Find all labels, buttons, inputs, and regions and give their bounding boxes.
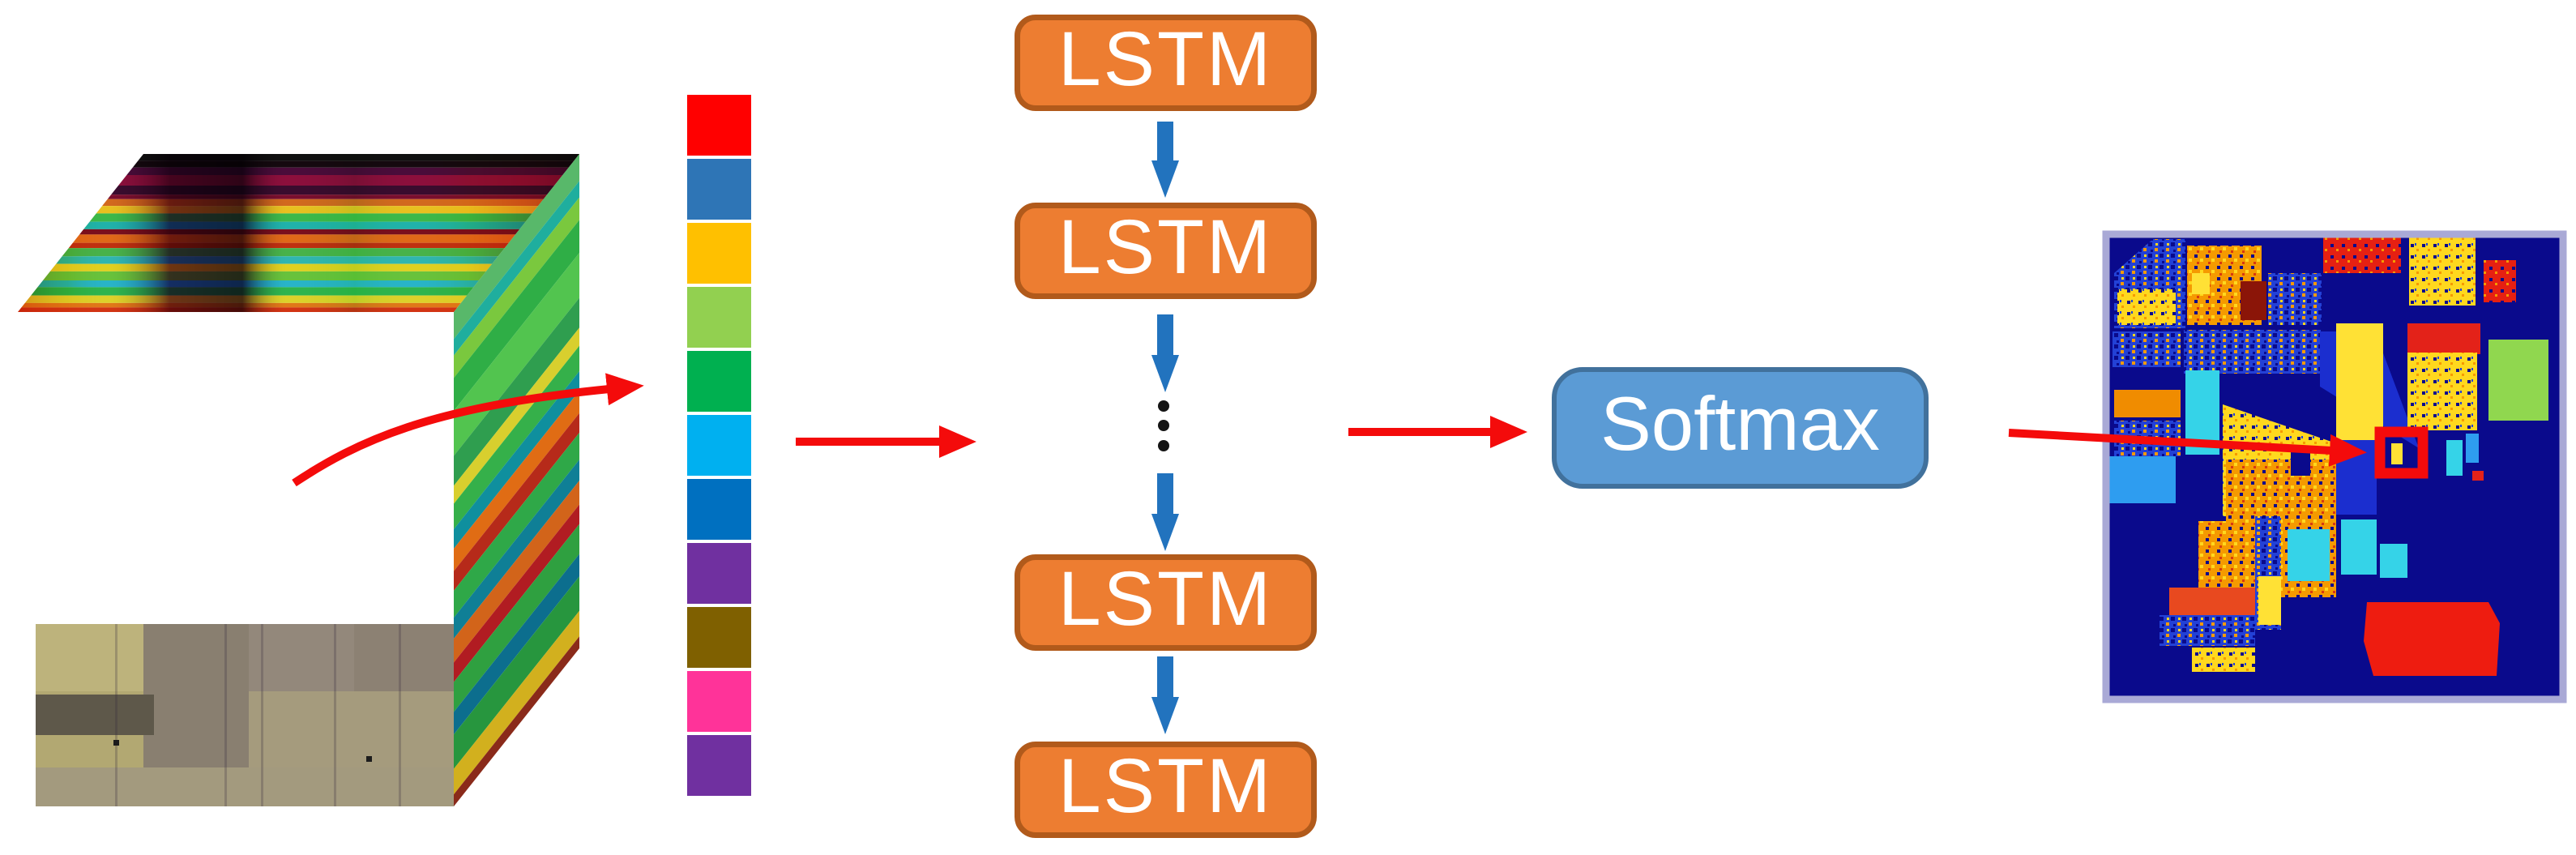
map-patch [2391,443,2403,464]
cube-column-seam [334,624,336,806]
map-patch [2407,323,2480,354]
spectral-cell [687,607,751,668]
ellipsis-dot [1158,440,1169,451]
classification-map [2102,230,2567,703]
spectral-cell [687,543,751,604]
cube-side-stripe [454,413,579,591]
map-patch [2380,544,2407,578]
lstm-box-2: LSTM [1015,203,1317,299]
map-patch [2192,648,2255,672]
cube-front-patch [36,767,454,806]
map-pixel-marker [2374,426,2429,479]
map-patch [2336,323,2383,441]
cube-front-face [36,624,454,806]
ellipsis-dot [1158,420,1169,431]
map-patch [2169,588,2255,617]
spectral-cell [687,159,751,220]
map-patch [2323,234,2401,273]
softmax-label: Softmax [1600,381,1880,466]
cube-top-shading [18,154,579,312]
lstm-box-1: LSTM [1015,15,1317,111]
map-patch [2446,440,2463,476]
map-border [2102,230,2567,703]
cube-side-stripe [454,480,579,663]
map-patch [2288,529,2330,581]
cube-side-stripe [454,524,579,712]
arrow-pixel-to-vector [292,373,644,487]
map-patch [2112,331,2181,367]
cube-side-stripe [454,220,579,411]
lstm-label: LSTM [1057,204,1274,290]
cube-front-patch [36,695,154,735]
cube-side-stripe [454,181,579,356]
cube-side-stripe [454,432,579,618]
map-patch [2268,273,2322,325]
map-patch [2466,434,2479,463]
cube-front-patch [249,624,354,691]
lstm-box-4: LSTM [1015,742,1317,838]
cube-column-seam [224,624,227,806]
spectral-cell [687,671,751,732]
map-patch [2258,576,2281,625]
softmax-box: Softmax [1552,367,1929,489]
map-patch [2407,353,2477,430]
map-patch [2114,390,2181,417]
lstm-label: LSTM [1057,556,1274,642]
cube-column-seam [399,624,401,806]
cube-column-seam [261,624,263,806]
map-patch [2291,451,2310,476]
cube-side-stripe [454,576,579,769]
lstm-label: LSTM [1057,743,1274,829]
ellipsis-dot [1158,400,1169,412]
cube-column-seam [115,624,117,806]
cube-side-stripe [454,554,579,735]
spectral-cell [687,287,751,348]
map-patch [2364,602,2500,676]
spectral-cell [687,479,751,540]
map-patch [2472,471,2484,481]
cube-side-stripe [454,636,579,806]
map-patch [2184,330,2322,374]
spectral-cell [687,95,751,156]
lstm-label: LSTM [1057,16,1274,102]
map-patch [2341,519,2377,575]
cube-side-stripe [454,197,579,378]
cube-side-stripe [454,154,579,340]
cube-side-stripe [454,460,579,639]
cube-side-stripe [454,371,579,549]
spectral-cell [687,351,751,412]
map-patch [2192,273,2210,294]
spectral-cell [687,415,751,476]
lstm-box-3: LSTM [1015,554,1317,651]
map-patch [2409,237,2476,306]
cube-side-stripe [454,297,579,486]
map-patch [2117,289,2176,325]
arrow-softmax-to-map [2008,429,2367,467]
cube-speck [113,740,119,746]
map-patch [2114,239,2153,273]
cube-side-stripe [454,391,579,571]
cube-side-stripe [454,504,579,682]
map-patch [2488,340,2548,421]
hsi-cube [18,154,579,806]
spectral-cell [687,223,751,284]
spectral-cell [687,735,751,796]
map-patch [2241,281,2266,320]
cube-side-stripe [454,610,579,795]
cube-side-stripe [454,327,579,504]
cube-side-stripe [454,345,579,530]
map-patch [2484,260,2516,302]
spectral-vector-bar [687,95,751,799]
cube-front-patch [36,624,143,691]
map-patch [2109,456,2176,503]
cube-speck [366,756,372,762]
map-patch [2159,615,2255,646]
